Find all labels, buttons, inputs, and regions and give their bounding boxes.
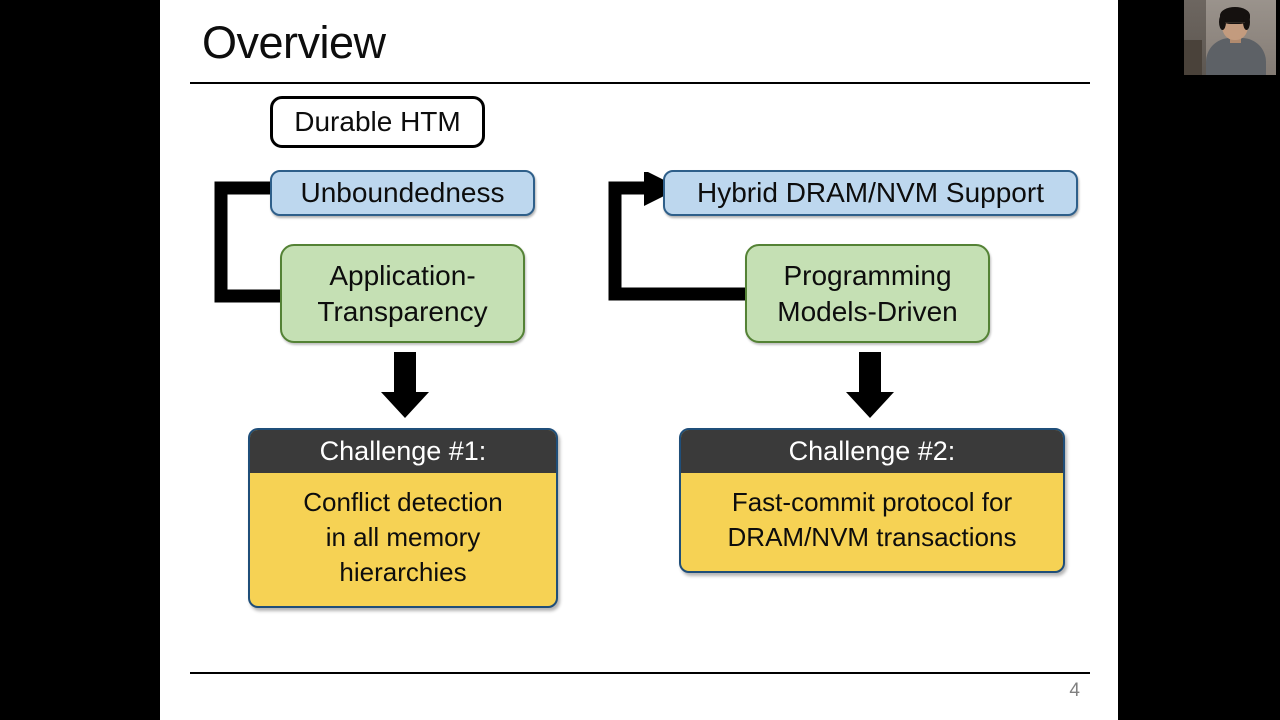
arrow-down-icon	[846, 352, 894, 418]
node-durable-htm: Durable HTM	[270, 96, 485, 148]
presenter-glasses	[1225, 22, 1245, 28]
presenter-hair-right	[1243, 14, 1250, 30]
card-challenge-1-header: Challenge #1:	[250, 430, 556, 473]
connector-left-down-arrow	[375, 352, 435, 420]
presenter-webcam-video	[1184, 0, 1276, 75]
presenter-torso	[1206, 38, 1266, 75]
card-challenge-2-body: Fast-commit protocol for DRAM/NVM transa…	[727, 487, 1017, 552]
presentation-slide: Overview Durable HTM Unboundedness Appli…	[160, 0, 1118, 720]
node-programming-models-driven: Programming Models-Driven	[745, 244, 990, 343]
node-unboundedness-label: Unboundedness	[300, 177, 505, 208]
connector-right-down-arrow	[840, 352, 900, 420]
card-challenge-1: Challenge #1: Conflict detection in all …	[248, 428, 558, 608]
node-programming-models-driven-label: Programming Models-Driven	[777, 259, 958, 327]
node-hybrid-dram-nvm-support: Hybrid DRAM/NVM Support	[663, 170, 1078, 216]
title-divider	[190, 82, 1090, 84]
node-durable-htm-label: Durable HTM	[294, 106, 461, 137]
node-unboundedness: Unboundedness	[270, 170, 535, 216]
webcam-background-furniture	[1184, 40, 1202, 75]
presenter-hair-left	[1219, 14, 1226, 30]
card-challenge-2-header: Challenge #2:	[681, 430, 1063, 473]
page-title: Overview	[202, 17, 386, 68]
page-number: 4	[1069, 680, 1080, 701]
node-application-transparency: Application- Transparency	[280, 244, 525, 343]
footer-divider	[190, 672, 1090, 674]
card-challenge-1-body: Conflict detection in all memory hierarc…	[303, 487, 503, 587]
arrow-down-icon	[381, 352, 429, 418]
presenter-hair	[1220, 7, 1250, 24]
node-hybrid-dram-nvm-support-label: Hybrid DRAM/NVM Support	[697, 177, 1044, 208]
node-application-transparency-label: Application- Transparency	[317, 259, 488, 327]
card-challenge-2: Challenge #2: Fast-commit protocol for D…	[679, 428, 1065, 573]
presenter-webcam[interactable]	[1180, 0, 1280, 75]
